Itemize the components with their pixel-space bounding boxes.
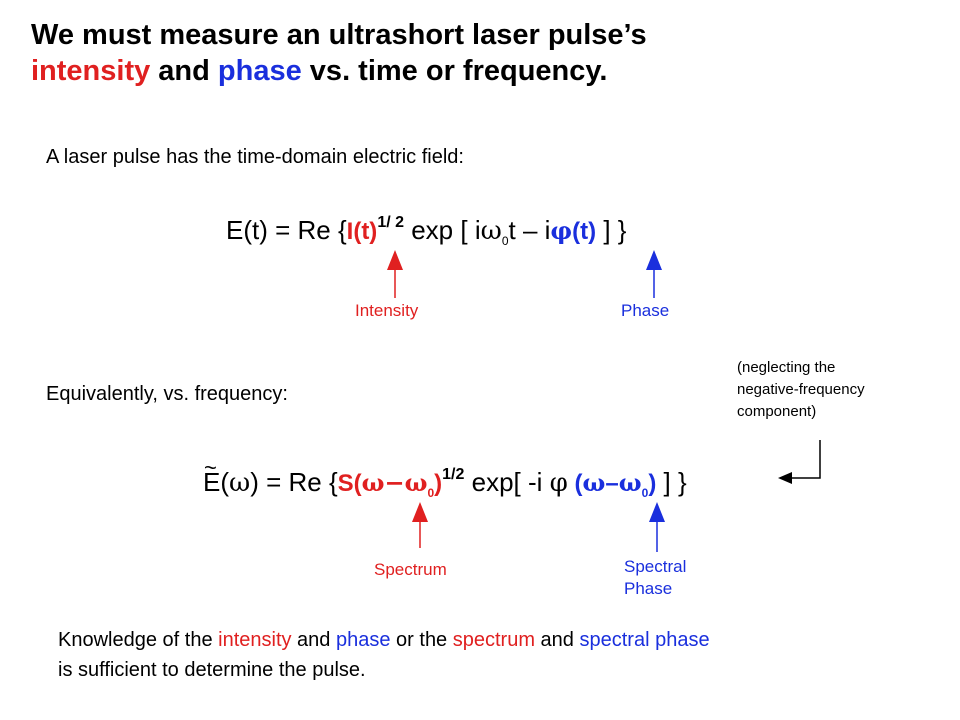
intensity-label: Intensity: [355, 301, 419, 320]
eq2-spec-omega0: ω: [404, 468, 428, 497]
title-intensity-word: intensity: [31, 55, 151, 87]
conclusion-phase: phase: [335, 629, 391, 651]
eq2-ph-omega0: ω: [618, 468, 642, 497]
conclusion-spectrum: spectrum: [452, 629, 535, 651]
time-domain-equation: E(t) = Re {I(t)1/ 2 exp [ iω0t – iφ(t) ]…: [226, 214, 626, 248]
note-line-1: (neglecting the: [737, 359, 836, 376]
spectral-phase-label-line-1: Spectral: [624, 557, 687, 576]
eq1-intensity-term: I(t): [346, 218, 378, 245]
title-line-1: We must measure an ultrashort laser puls…: [31, 19, 647, 51]
eq1-phase-term: (t): [572, 218, 597, 245]
intensity-arrow: [387, 250, 403, 298]
eq2-ph-close: ): [648, 470, 657, 497]
eq2-close: ] }: [656, 467, 687, 497]
eq2-exp: exp[ -i: [464, 467, 550, 497]
eq2-spec-close: ): [434, 470, 443, 497]
eq2-spec-sub0: 0: [427, 486, 435, 500]
conclusion-spectral-phase: spectral phase: [579, 629, 710, 651]
eq1-bracket: [ i: [453, 215, 481, 245]
conclusion-p2: and: [291, 629, 336, 651]
conclusion-text: Knowledge of the intensity and phase or …: [58, 625, 710, 685]
eq2-spectral-phase-term: (ω–ω0): [567, 468, 657, 500]
title-and: and: [150, 55, 218, 87]
spectrum-label: Spectrum: [374, 560, 447, 579]
eq2-lhs-E: E(: [203, 467, 229, 497]
eq1-power: 1/ 2: [377, 214, 404, 231]
conclusion-line-2: is sufficient to determine the pulse.: [58, 659, 366, 681]
eq2-spec-open: S(: [337, 470, 362, 497]
eq1-lhs: E(t) = Re {: [226, 215, 347, 245]
eq2-omega: ω: [229, 468, 251, 498]
note-pointer-arrow: [778, 440, 821, 484]
title-line-2: intensity and phase vs. time or frequenc…: [31, 53, 647, 89]
conclusion-p4: and: [535, 629, 580, 651]
conclusion-p1: Knowledge of the: [58, 629, 219, 651]
eq2-ph-omega: ω: [582, 468, 606, 497]
eq1-t-minus: t – i: [508, 215, 551, 245]
eq2-spectrum-term: S(ω−ω0): [337, 468, 443, 500]
note-line-3: component): [737, 403, 817, 420]
frequency-intro: Equivalently, vs. frequency:: [46, 383, 288, 405]
eq1-exp: exp: [404, 215, 454, 245]
eq2-spec-omega: ω: [361, 468, 385, 497]
eq1-phi: φ: [550, 216, 573, 245]
eq2-ph-sub0: 0: [641, 486, 649, 500]
eq2-ph-open: (: [567, 470, 583, 497]
phase-arrow: [646, 250, 662, 298]
phase-label: Phase: [621, 301, 670, 320]
spectrum-arrow: [412, 502, 428, 548]
eq1-subscript-0: 0: [501, 234, 509, 248]
eq1-omega: ω: [480, 216, 502, 246]
eq2-ph-minus: –: [605, 470, 619, 497]
negative-frequency-note: (neglecting the negative-frequency compo…: [737, 357, 865, 423]
spectral-phase-label-line-2: Phase: [624, 579, 673, 598]
spectral-phase-label: Spectral Phase: [624, 556, 686, 600]
eq2-phi: φ: [549, 468, 568, 498]
conclusion-line-1: Knowledge of the intensity and phase or …: [58, 625, 710, 655]
eq2-tilde: ~: [204, 455, 217, 480]
conclusion-p3: or the: [390, 629, 453, 651]
title-phase-word: phase: [217, 55, 302, 87]
frequency-domain-equation: E(ω) = Re {S(ω−ω0)1/2 exp[ -i φ (ω–ω0) ]…: [203, 466, 687, 500]
spectral-phase-arrow: [649, 502, 665, 552]
eq1-close: ] }: [596, 215, 627, 245]
eq2-power: 1/2: [442, 466, 465, 483]
note-line-2: negative-frequency: [737, 381, 865, 398]
slide-title: We must measure an ultrashort laser puls…: [31, 17, 647, 89]
time-domain-intro: A laser pulse has the time-domain electr…: [46, 146, 464, 168]
eq2-lhs-rest: ) = Re {: [250, 467, 338, 497]
eq2-spec-minus: −: [384, 468, 405, 497]
conclusion-intensity: intensity: [218, 629, 292, 651]
title-rest: vs. time or frequency.: [301, 55, 608, 87]
